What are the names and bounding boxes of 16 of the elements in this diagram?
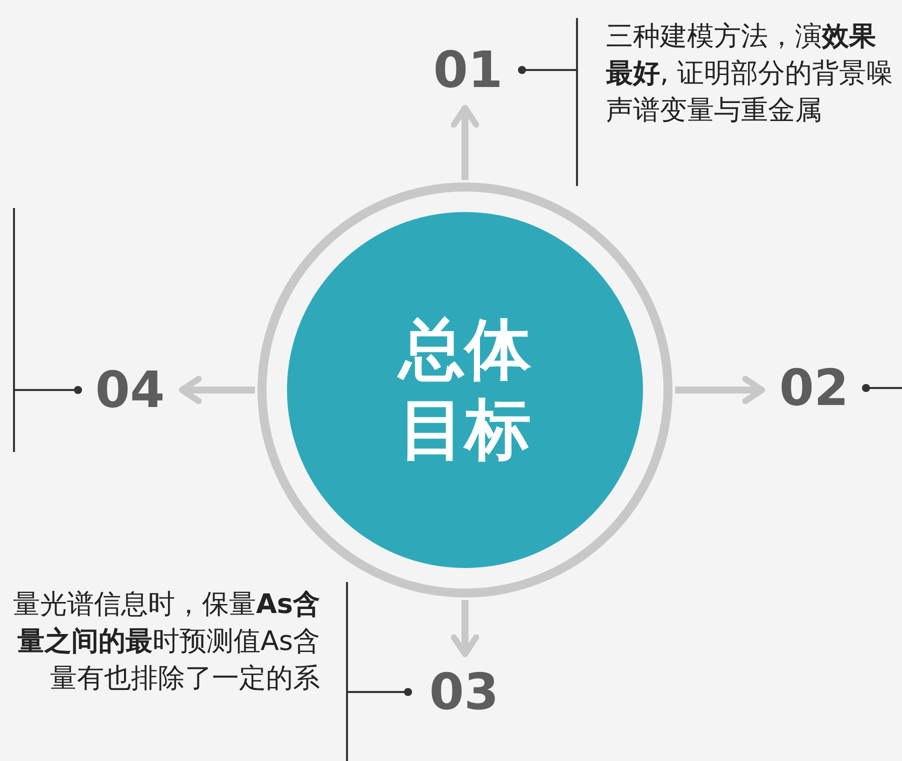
circle-title: 总体目标 <box>396 310 532 470</box>
step-number: 04 <box>84 358 176 422</box>
arrow <box>450 104 480 180</box>
note-text: 三种建模方法，演效果最好, 证明部分的背景噪声谱变量与重金属 <box>576 18 902 186</box>
arrow <box>450 600 480 658</box>
leader-line <box>348 688 412 696</box>
leader-line <box>518 66 576 74</box>
note-text: 量光谱信息时，保量As含量之间的最时预测值As含量有也排除了一定的系 <box>0 582 348 761</box>
step-number: 02 <box>768 356 860 420</box>
arrow <box>178 376 255 404</box>
leader-line <box>15 386 82 394</box>
leader-line <box>862 384 902 392</box>
step-number: 03 <box>414 660 514 724</box>
bracket-line <box>13 208 15 452</box>
step-number: 01 <box>420 38 516 102</box>
arrow <box>675 376 766 404</box>
